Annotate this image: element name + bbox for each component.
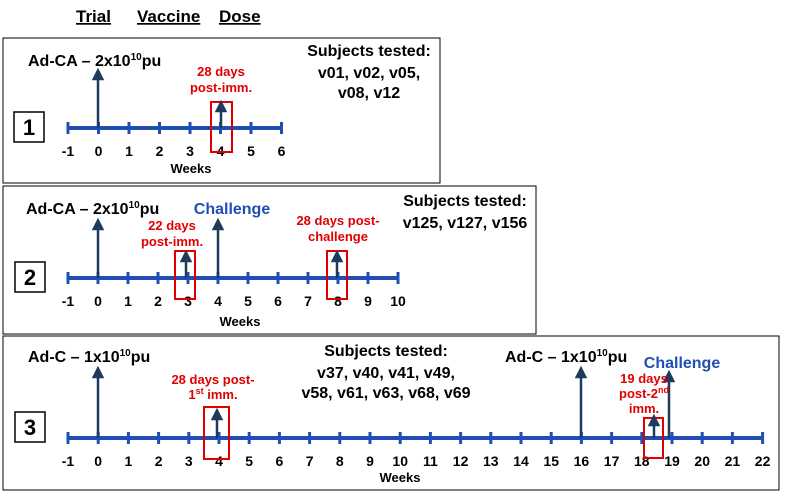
panel-2-number: 2 (24, 265, 36, 290)
panel-3-subjects-line-1: v37, v40, v41, v49, (317, 365, 455, 382)
panel-2-number-box (14, 261, 46, 293)
axis-tick-label: 8 (334, 293, 342, 309)
panel-3-annotation-2-line-2: post-2nd (619, 385, 669, 401)
header-dose: Dose (219, 7, 261, 26)
axis-tick-label: 13 (483, 453, 499, 469)
panel-2-annotation-1-line-1: 22 days (148, 218, 196, 233)
panel-3-subjects-title: Subjects tested: (324, 343, 448, 360)
panel-3-highlight-box-1 (203, 406, 230, 460)
axis-tick-label: 12 (453, 453, 469, 469)
axis-tick-label: -1 (62, 293, 75, 309)
panel-1-number: 1 (23, 115, 35, 140)
panel-2-subjects-title: Subjects tested: (403, 193, 527, 210)
panel-1-dose-label: Ad-CA – 2x1010pu (28, 52, 161, 70)
panel-1-subjects-title: Subjects tested: (307, 43, 431, 60)
axis-tick-label: 4 (215, 453, 223, 469)
axis-tick-label: 5 (244, 293, 252, 309)
axis-tick-label: 2 (154, 293, 162, 309)
axis-tick-label: 0 (94, 453, 102, 469)
axis-tick-label: 16 (574, 453, 590, 469)
panel-2-axis-label: Weeks (220, 314, 261, 329)
axis-tick-label: 6 (274, 293, 282, 309)
axis-tick-label: 11 (423, 453, 438, 469)
panel-2-annotation-1-line-2: post-imm. (141, 234, 203, 249)
panel-3-challenge-label: Challenge (644, 355, 721, 372)
axis-tick-label: 21 (725, 453, 741, 469)
axis-tick-label: 10 (390, 293, 406, 309)
header-vaccine: Vaccine (137, 7, 200, 26)
axis-tick-label: 3 (184, 293, 192, 309)
axis-tick-label: 6 (276, 453, 284, 469)
axis-tick-label: 20 (694, 453, 710, 469)
axis-tick-label: 14 (513, 453, 529, 469)
axis-tick-label: 9 (366, 453, 374, 469)
axis-tick-label: 5 (245, 453, 253, 469)
trial-panel-2: Ad-CA – 2x1010pu Challenge Subjects test… (2, 185, 537, 335)
axis-tick-label: 15 (543, 453, 559, 469)
panel-1-annotation-line-2: post-imm. (190, 80, 252, 95)
panel-2-annotation-2-line-2: challenge (308, 229, 368, 244)
axis-tick-label: 2 (156, 143, 164, 159)
panel-3-annotation-1-line-2: 1st imm. (188, 386, 237, 402)
panel-1-annotation-line-1: 28 days (197, 64, 245, 79)
axis-tick-label: 3 (185, 453, 193, 469)
panel-3-dose-label: Ad-C – 1x1010pu (28, 348, 150, 366)
panel-3-annotation-1-line-1: 28 days post- (171, 372, 254, 387)
panel-3-number-box (14, 411, 46, 443)
panel-2-frame (2, 185, 537, 335)
axis-tick-label: 10 (392, 453, 408, 469)
axis-tick-label: 6 (278, 143, 286, 159)
panel-2-subjects-line-1: v125, v127, v156 (403, 215, 528, 232)
panel-2-dose-label: Ad-CA – 2x1010pu (26, 200, 159, 218)
axis-tick-label: 17 (604, 453, 620, 469)
axis-tick-label: 0 (95, 143, 103, 159)
axis-tick-label: 1 (124, 293, 132, 309)
axis-tick-label: 4 (214, 293, 222, 309)
axis-tick-label: 18 (634, 453, 650, 469)
panel-1-subjects-line-1: v01, v02, v05, (318, 65, 420, 82)
panel-2-ticks: -1 0 1 2 3 4 5 6 7 8 9 10 (62, 272, 406, 309)
axis-tick-label: 0 (94, 293, 102, 309)
axis-tick-label: 19 (664, 453, 680, 469)
axis-tick-label: 9 (364, 293, 372, 309)
axis-tick-label: -1 (62, 143, 75, 159)
panel-3-number: 3 (24, 415, 36, 440)
panel-1-axis-label: Weeks (171, 161, 212, 176)
axis-tick-label: 8 (336, 453, 344, 469)
axis-tick-label: 3 (186, 143, 194, 159)
panel-3-axis-label: Weeks (380, 470, 421, 485)
axis-tick-label: 7 (304, 293, 312, 309)
panel-3-annotation-2-line-1: 19 days (620, 371, 668, 386)
axis-tick-label: 7 (306, 453, 314, 469)
header-trial: Trial (76, 7, 111, 26)
axis-tick-label: 5 (247, 143, 255, 159)
axis-tick-label: -1 (62, 453, 75, 469)
trial-panel-3: Ad-C – 1x1010pu Ad-C – 1x1010pu Challeng… (2, 335, 780, 491)
panel-2-annotation-2-line-1: 28 days post- (296, 213, 379, 228)
panel-2-challenge-label: Challenge (194, 201, 271, 218)
panel-3-subjects-line-2: v58, v61, v63, v68, v69 (301, 385, 470, 402)
panel-1-number-box (13, 111, 45, 143)
panel-3-frame (2, 335, 780, 491)
trial-panel-1: Ad-CA – 2x1010pu Subjects tested: v01, v… (2, 37, 441, 184)
panel-1-subjects-line-2: v08, v12 (338, 85, 400, 102)
axis-tick-label: 1 (125, 453, 133, 469)
axis-tick-label: 22 (755, 453, 771, 469)
panel-3-dose2-label: Ad-C – 1x1010pu (505, 348, 627, 366)
axis-tick-label: 2 (155, 453, 163, 469)
panel-3-annotation-2-line-3: imm. (629, 401, 659, 416)
panel-1-frame (2, 37, 441, 184)
axis-tick-label: 1 (125, 143, 133, 159)
